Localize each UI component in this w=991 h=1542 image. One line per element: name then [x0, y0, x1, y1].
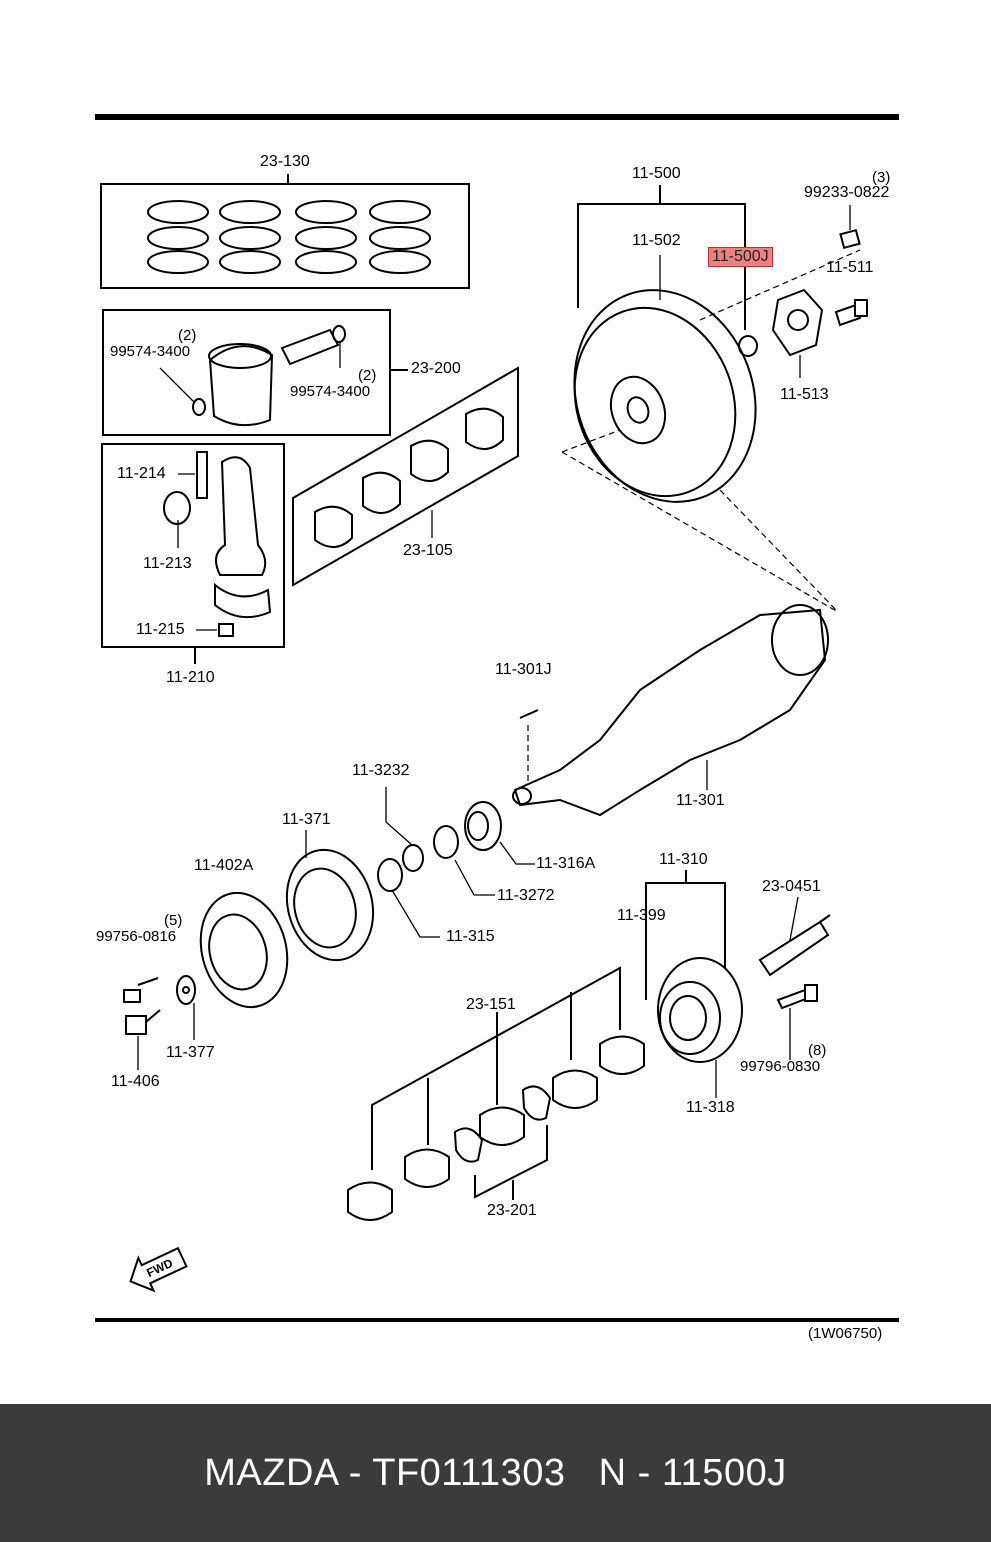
label-11-3272: 11-3272 — [497, 887, 555, 904]
label-11-371: 11-371 — [282, 811, 331, 828]
label-11-316A: 11-316A — [536, 855, 596, 872]
connecting-rod-group — [101, 443, 285, 664]
part-number-footer: MAZDA - TF0111303 N - 11500J — [0, 1404, 991, 1542]
label-11-215: 11-215 — [136, 621, 185, 638]
label-11-377: 11-377 — [166, 1044, 215, 1061]
rod-bearings-group — [292, 366, 519, 587]
label-11-511: 11-511 — [826, 259, 874, 276]
label-11-301: 11-301 — [676, 792, 725, 809]
label-11-210: 11-210 — [166, 669, 215, 686]
rear-seal-group — [645, 870, 831, 1098]
label-23-151: 23-151 — [466, 996, 516, 1013]
label-11-500: 11-500 — [632, 165, 681, 182]
label-11-500J-highlight: 11-500J — [708, 247, 773, 267]
bottom-rule — [95, 1318, 899, 1322]
label-23-130: 23-130 — [260, 153, 310, 170]
label-99796-qty: (8) — [808, 1042, 827, 1059]
main-bearings-group — [347, 966, 645, 1221]
diagram-drawing — [95, 114, 899, 1322]
crankshaft-group — [512, 604, 829, 817]
label-99574-3400-a: 99574-3400 — [110, 343, 191, 360]
label-99574-3400-qty-a: (2) — [178, 327, 197, 344]
label-11-301J: 11-301J — [495, 661, 552, 678]
piston-rings-group — [100, 174, 470, 289]
drawing-code: (1W06750) — [808, 1325, 883, 1342]
label-23-105: 23-105 — [403, 542, 453, 559]
label-11-502: 11-502 — [632, 232, 681, 249]
label-23-201: 23-201 — [487, 1202, 537, 1219]
label-11-214: 11-214 — [117, 465, 166, 482]
label-11-213: 11-213 — [143, 555, 192, 572]
front-pulley-group — [123, 787, 535, 1070]
label-11-402A: 11-402A — [194, 857, 254, 874]
label-11-315: 11-315 — [446, 928, 495, 945]
flywheel-group — [561, 185, 868, 613]
label-99756-0816: 99756-0816 — [96, 928, 177, 945]
label-11-318: 11-318 — [686, 1099, 735, 1116]
top-rule — [95, 114, 899, 120]
label-11-513: 11-513 — [780, 386, 829, 403]
label-23-0451: 23-0451 — [762, 878, 821, 895]
label-99233-0822: 99233-0822 — [804, 184, 890, 201]
label-11-310: 11-310 — [659, 851, 708, 868]
label-23-200: 23-200 — [411, 360, 461, 377]
parts-diagram: 23-130 (2) 99574-3400 (2) 99574-3400 23-… — [95, 114, 899, 1342]
label-99796-0830: 99796-0830 — [740, 1058, 821, 1075]
label-11-406: 11-406 — [111, 1073, 160, 1090]
label-11-399: 11-399 — [617, 907, 666, 924]
label-99574-3400-qty-b: (2) — [358, 367, 377, 384]
label-11-3232: 11-3232 — [352, 762, 410, 779]
label-99756-qty: (5) — [164, 912, 183, 929]
fwd-arrow — [129, 1246, 188, 1293]
label-99574-3400-b: 99574-3400 — [290, 383, 371, 400]
label-99233-qty: (3) — [872, 169, 891, 186]
piston-group — [102, 309, 408, 436]
footer-text: MAZDA - TF0111303 N - 11500J — [204, 1451, 787, 1494]
